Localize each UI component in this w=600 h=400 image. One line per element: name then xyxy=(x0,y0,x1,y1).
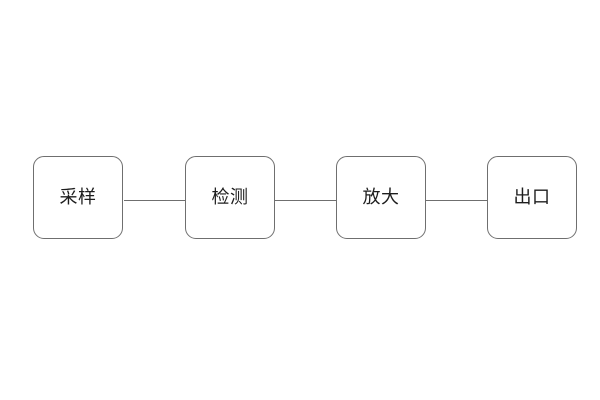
flow-node-label: 放大 xyxy=(362,186,400,208)
flow-node-detection[interactable]: 检测 xyxy=(185,156,275,239)
flow-node-label: 采样 xyxy=(59,186,97,208)
flow-connector-amplification-outlet xyxy=(426,200,488,201)
flow-connector-detection-amplification xyxy=(275,200,337,201)
flow-node-label: 检测 xyxy=(211,186,249,208)
flow-node-amplification[interactable]: 放大 xyxy=(336,156,426,239)
flow-node-sampling[interactable]: 采样 xyxy=(33,156,123,239)
flow-connector-sampling-detection xyxy=(124,200,186,201)
flowchart: 采样 检测 放大 出口 xyxy=(0,156,600,240)
flow-node-outlet[interactable]: 出口 xyxy=(487,156,577,239)
flow-node-label: 出口 xyxy=(513,186,551,208)
